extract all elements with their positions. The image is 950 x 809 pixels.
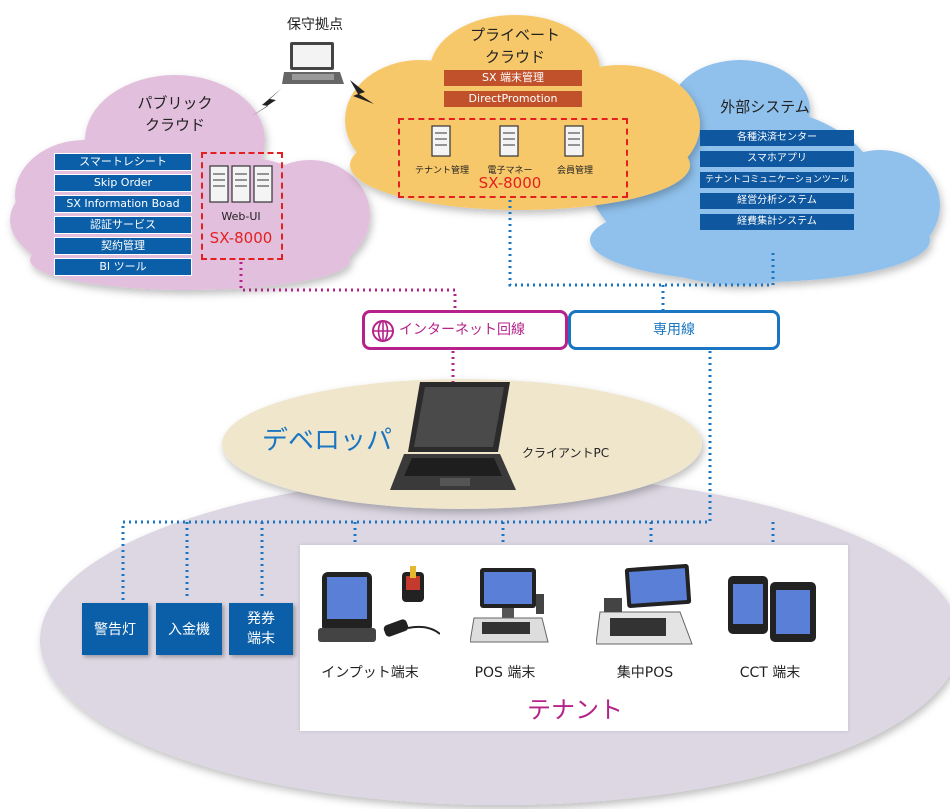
warning-light-label: 警告灯 — [94, 622, 136, 638]
private-service-sx-terminal: SX 端末管理 — [444, 70, 582, 86]
public-service-smart-receipt: スマートレシート — [54, 153, 192, 171]
server-member-label: 会員管理 — [556, 166, 593, 176]
server-member-icon — [564, 125, 584, 157]
tenant-terminal-cct-label: CCT 端末 — [739, 665, 801, 681]
client-pc-label: クライアントPC — [522, 446, 610, 460]
internet-line — [239, 262, 457, 385]
wireless-bolt-right-icon — [350, 80, 374, 104]
internet-connection-box: インターネット回線 — [362, 310, 568, 350]
cct-terminal-icon — [728, 576, 816, 642]
public-cloud-title-1: パブリック — [137, 94, 213, 112]
external-service-communication: テナントコミュニケーションツール — [700, 172, 854, 188]
ticket-terminal-label-2: 端末 — [247, 631, 275, 647]
pos-terminal-icon — [470, 568, 549, 643]
server-tenant-icon — [431, 125, 451, 157]
tenant-terminal-pos-label: POS 端末 — [474, 665, 536, 681]
private-service-direct-promotion: DirectPromotion — [444, 91, 582, 107]
external-service-payment: 各種決済センター — [700, 130, 854, 146]
server-emoney-icon — [499, 125, 519, 157]
developer-title: デベロッパ — [262, 426, 393, 456]
ticket-terminal-label-1: 発券 — [247, 611, 275, 627]
input-terminal-icon — [318, 566, 440, 642]
external-cloud-title: 外部システム — [720, 98, 810, 116]
external-service-expense: 経費集計システム — [700, 214, 854, 230]
maintenance-laptop-icon — [282, 42, 344, 84]
cash-machine-label: 入金機 — [168, 622, 210, 638]
public-service-information-board: SX Information Boad — [54, 195, 192, 213]
wireless-bolt-left-icon — [252, 88, 282, 116]
central-pos-icon — [596, 564, 693, 645]
public-server-group — [201, 152, 283, 260]
warning-light-box: 警告灯 — [82, 603, 148, 655]
tenant-title: テナント — [527, 696, 623, 724]
dedicated-connection-box: 専用線 — [568, 310, 780, 350]
server-tenant-label: テナント管理 — [414, 166, 469, 176]
external-service-smartphone-app: スマホアプリ — [700, 151, 854, 167]
public-server-label: Web-UI — [221, 210, 261, 223]
public-cloud-title-2: クラウド — [144, 116, 205, 134]
external-service-analysis: 経営分析システム — [700, 193, 854, 209]
server-emoney-label: 電子マネー — [487, 166, 533, 176]
public-server-product: SX-8000 — [209, 229, 273, 247]
private-cloud-title-2: クラウド — [484, 48, 545, 66]
globe-icon — [372, 320, 394, 342]
public-service-contract: 契約管理 — [54, 237, 192, 255]
client-laptop-icon — [390, 382, 516, 490]
private-server-group — [398, 118, 628, 198]
private-server-product: SX-8000 — [478, 174, 542, 192]
public-service-skip-order: Skip Order — [54, 174, 192, 192]
maintenance-label: 保守拠点 — [287, 17, 343, 33]
public-server-icon — [209, 165, 273, 203]
ticket-terminal-box: 発券 端末 — [229, 603, 293, 655]
internet-connection-label: インターネット回線 — [399, 322, 525, 338]
private-cloud-title-1: プライベート — [469, 26, 560, 44]
tenant-terminal-central-pos-label: 集中POS — [616, 665, 674, 681]
public-service-bi-tool: BI ツール — [54, 258, 192, 276]
dedicated-connection-label: 専用線 — [653, 322, 695, 338]
tenant-terminal-input-label: インプット端末 — [321, 665, 419, 681]
cash-machine-box: 入金機 — [156, 603, 222, 655]
public-service-auth: 認証サービス — [54, 216, 192, 234]
